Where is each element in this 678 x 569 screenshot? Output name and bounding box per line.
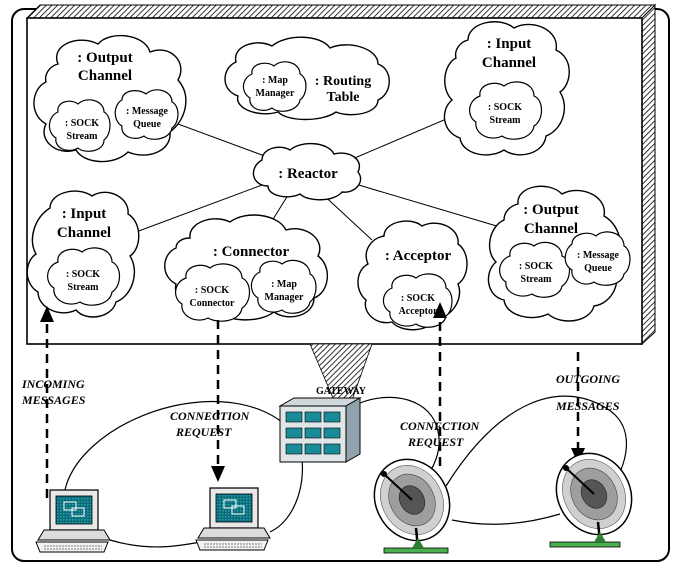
incoming-messages-label: INCOMING <box>21 377 85 391</box>
output-channel-top-cloud: : Output Channel : SOCK Stream : Message… <box>33 34 187 163</box>
output-channel-right-name: : Output <box>523 202 578 218</box>
satellite-dish-icon <box>549 452 633 548</box>
reactor-cloud: : Reactor <box>252 143 362 201</box>
computer-icon <box>195 487 271 551</box>
message-queue-label: : Message <box>126 106 168 117</box>
acceptor-name: : Acceptor <box>385 248 452 264</box>
connection-request-left-label-2: REQUEST <box>175 425 232 439</box>
input-channel-top-name-2: Channel <box>482 55 536 71</box>
sock-stream-label: : SOCK <box>65 118 99 129</box>
sock-stream-label: : SOCK <box>66 269 100 280</box>
input-channel-left-name: : Input <box>62 206 107 222</box>
routing-table-name-2: Table <box>327 90 360 105</box>
message-queue-label-2: Queue <box>133 119 161 130</box>
output-channel-right-name-2: Channel <box>524 221 578 237</box>
message-arrows <box>40 302 585 498</box>
sock-connector-label-2: Connector <box>190 298 236 309</box>
gateway-label: GATEWAY <box>316 386 367 397</box>
connector-cloud: : Connector : SOCK Connector : Map Manag… <box>164 214 328 322</box>
sock-acceptor-label: : SOCK <box>401 293 435 304</box>
annotations: INCOMING MESSAGES CONNECTION REQUEST CON… <box>21 372 620 449</box>
gateway-server-icon: GATEWAY <box>278 386 367 463</box>
routing-table-name: : Routing <box>315 74 371 89</box>
output-channel-right-cloud: : Output Channel : SOCK Stream : Message… <box>487 185 631 322</box>
computer-icon <box>35 489 111 553</box>
sock-stream-label-2: Stream <box>521 274 553 285</box>
connector-name: : Connector <box>213 244 290 260</box>
reactor-links <box>127 113 511 241</box>
outgoing-messages-label-2: MESSAGES <box>555 399 620 413</box>
sock-acceptor-label-2: Acceptor <box>399 306 438 317</box>
sock-stream-label-2: Stream <box>67 131 99 142</box>
map-manager-label-2: Manager <box>265 292 304 303</box>
sock-stream-label: : SOCK <box>519 261 553 272</box>
connection-request-left-label: CONNECTION <box>170 409 251 423</box>
message-queue-label: : Message <box>577 250 619 261</box>
map-manager-label: : Map <box>271 279 297 290</box>
connection-request-right-label-2: REQUEST <box>407 435 464 449</box>
map-manager-label-2: Manager <box>256 88 295 99</box>
sock-stream-label-2: Stream <box>68 282 100 293</box>
reactor-name: : Reactor <box>278 166 338 182</box>
routing-table-cloud: : Map Manager : Routing Table <box>224 36 390 121</box>
sock-stream-label: : SOCK <box>488 102 522 113</box>
output-channel-top-name: : Output <box>77 50 132 66</box>
incoming-messages-label-2: MESSAGES <box>21 393 86 407</box>
input-channel-left-name-2: Channel <box>57 225 111 241</box>
output-channel-top-name-2: Channel <box>78 68 132 84</box>
sock-connector-label: : SOCK <box>195 285 229 296</box>
connection-request-right-label: CONNECTION <box>400 419 481 433</box>
input-channel-top-cloud: : Input Channel : SOCK Stream <box>443 21 570 156</box>
message-queue-label-2: Queue <box>584 263 612 274</box>
input-channel-top-name: : Input <box>487 36 532 52</box>
satellite-dish-icon <box>373 458 451 554</box>
sock-stream-label-2: Stream <box>490 115 522 126</box>
outgoing-messages-label: OUTGOING <box>556 372 620 386</box>
input-channel-left-cloud: : Input Channel : SOCK Stream <box>26 190 140 318</box>
map-manager-label: : Map <box>262 75 288 86</box>
